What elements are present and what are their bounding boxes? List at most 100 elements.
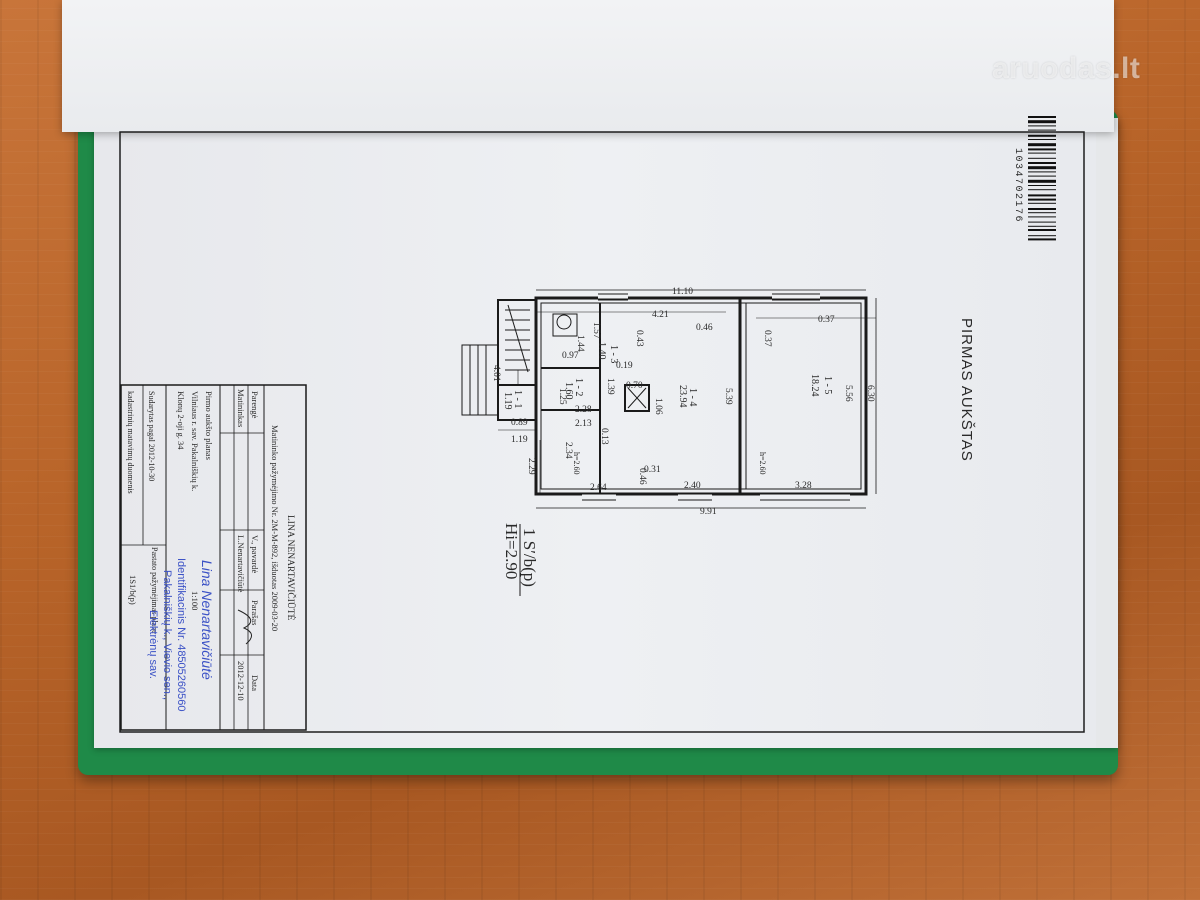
barcode-bar — [1028, 139, 1056, 140]
building-code: 1 S′/b(p) Hi=2.90 — [502, 523, 539, 596]
surveyor-license: Matininko pažymėjimo Nr. 2M-M-892, išduo… — [270, 425, 280, 631]
barcode-bar — [1028, 166, 1056, 170]
drawing-scale: 1:100 — [190, 591, 200, 610]
header-date-col: Data — [250, 675, 260, 691]
dimension-label: 0.13 — [599, 428, 609, 445]
barcode-bar — [1028, 235, 1056, 237]
barcode-bar — [1028, 120, 1056, 124]
dimension-label: 1.19 — [511, 435, 528, 445]
plan-title: PIRMAS AUKŠTAS — [958, 318, 975, 462]
barcode-bar — [1028, 189, 1056, 191]
dimension-label: 1.57 — [591, 322, 601, 339]
dimension-label: 5.56 — [843, 385, 853, 402]
dimension-label: 4.01 — [491, 365, 501, 382]
barcode-bar — [1028, 221, 1056, 223]
room-area: 23.94 — [677, 385, 688, 408]
header-name-col: V., pavardė — [250, 535, 260, 574]
survey-date: 2012-12-10 — [236, 661, 246, 701]
barcode-number: 1034702176 — [1012, 148, 1023, 223]
barcode-bar — [1028, 194, 1056, 197]
room-height: h=2.60 — [572, 452, 581, 475]
height-label: Hi=2.90 — [502, 523, 521, 579]
sheet-frame — [119, 131, 1085, 733]
surveyor-short-name: L.Nenartavičiūtė — [236, 535, 246, 593]
turned-page — [62, 0, 1114, 132]
barcode-bar — [1028, 208, 1056, 210]
dimension-label: 2.34 — [563, 442, 573, 459]
barcode-bar — [1028, 216, 1056, 218]
dimension-label: 0.46 — [637, 468, 647, 485]
barcode-bar — [1028, 125, 1056, 127]
barcode-bar — [1028, 212, 1056, 214]
barcode-bar — [1028, 134, 1056, 137]
compiled-on: Sudarytas pagal 2012-10-30 — [147, 391, 156, 481]
row-surveyor: Matininkas — [236, 389, 246, 427]
dimension-label: 0.43 — [634, 330, 644, 347]
room-area: 1.60 — [563, 382, 574, 400]
dimension-label: 4.21 — [652, 310, 669, 320]
barcode-bar — [1028, 157, 1056, 159]
room-id: 1 - 4 — [687, 388, 698, 406]
address-line-2: Klonų 2-oji g. 34 — [176, 391, 186, 450]
room-id: 1 - 3 — [608, 345, 619, 363]
signature — [237, 609, 252, 645]
barcode — [1028, 116, 1056, 241]
dimension-label: 5.39 — [723, 388, 733, 405]
dimension-labels: 11.10 4.21 0.46 0.37 0.37 6.30 5.56 5.39… — [491, 287, 875, 517]
barcode-bar — [1028, 171, 1056, 173]
dimension-label: 1.25 — [557, 388, 567, 405]
dimension-label: 6.30 — [865, 385, 875, 402]
barcode-bar — [1028, 148, 1056, 151]
dimension-label: 0.37 — [762, 330, 772, 347]
barcode-bar — [1028, 198, 1056, 201]
dimension-label: 0.31 — [644, 465, 661, 475]
barcode-bar — [1028, 129, 1056, 131]
barcode-bar — [1028, 229, 1056, 231]
stamp-line-1: Lina Nenartavičiūtė — [199, 560, 215, 680]
barcode-bar — [1028, 116, 1056, 118]
dimension-label: 0.46 — [696, 323, 713, 333]
building-walls — [461, 289, 877, 509]
dimension-label: 3.28 — [795, 481, 812, 491]
scale-label: 1 S′/b(p) — [520, 528, 539, 587]
barcode-bar — [1028, 202, 1056, 204]
dimension-label: 2.40 — [684, 481, 701, 491]
row-prepared: Parengė — [250, 391, 260, 419]
barcode-bar — [1028, 225, 1056, 227]
room-area: 1.40 — [596, 342, 607, 360]
header-sign-col: Parašas — [250, 600, 260, 626]
surveyor-stamp: Lina Nenartavičiūtė Identifikacinis Nr. … — [147, 558, 215, 712]
room-id: 1 - 2 — [573, 378, 584, 396]
dimension-label: 0.89 — [511, 418, 528, 428]
dimension-label: 1.44 — [575, 335, 585, 352]
watermark: aruodas.lt — [992, 52, 1141, 85]
room-labels: 1 - 1 1.19 1 - 2 1.60 1 - 3 1.40 1 - 4 2… — [502, 342, 833, 410]
dimension-label: 0.19 — [616, 361, 633, 371]
cadastral-data: kadastrinių matavimų duomenis — [126, 391, 135, 494]
dimension-label: 11.10 — [672, 287, 693, 297]
barcode-bar — [1028, 175, 1056, 177]
title-block: LINA NENARTAVIČIŪTĖ Matininko pažymėjimo… — [120, 384, 307, 731]
dimension-label: 0.97 — [562, 351, 579, 361]
address-line-1: Vilniaus r. sav. Pakalniškių k. — [190, 391, 200, 491]
room-area: 1.19 — [502, 392, 513, 410]
stamp-line-4: Elektrėnų sav. — [147, 610, 159, 679]
dimension-label: 2.64 — [590, 483, 607, 493]
stamp-line-3: Pakalniškių k., Vievio sen., — [161, 570, 173, 700]
surveyor-name: LINA NENARTAVIČIŪTĖ — [285, 515, 297, 621]
dimension-label: 1.06 — [653, 398, 663, 415]
room-height: h=2.60 — [758, 452, 767, 475]
dimension-label: 2.29 — [526, 458, 536, 475]
room-id: 1 - 5 — [822, 376, 833, 394]
barcode-bar — [1028, 143, 1056, 147]
doc-title: Pirmo aukšto planas — [204, 391, 214, 460]
dimension-label: 1.39 — [605, 378, 615, 395]
building-marking-value: 1S1/b(p) — [128, 575, 138, 605]
dimension-label: 2.28 — [575, 405, 592, 415]
dimension-label: 0.70 — [626, 381, 643, 391]
building-marking-label: Pastato pažymėjimas plane — [150, 547, 159, 634]
barcode-bar — [1028, 238, 1056, 241]
barcode-bar — [1028, 185, 1056, 186]
room-area: 18.24 — [809, 374, 820, 397]
barcode-bar — [1028, 152, 1056, 154]
